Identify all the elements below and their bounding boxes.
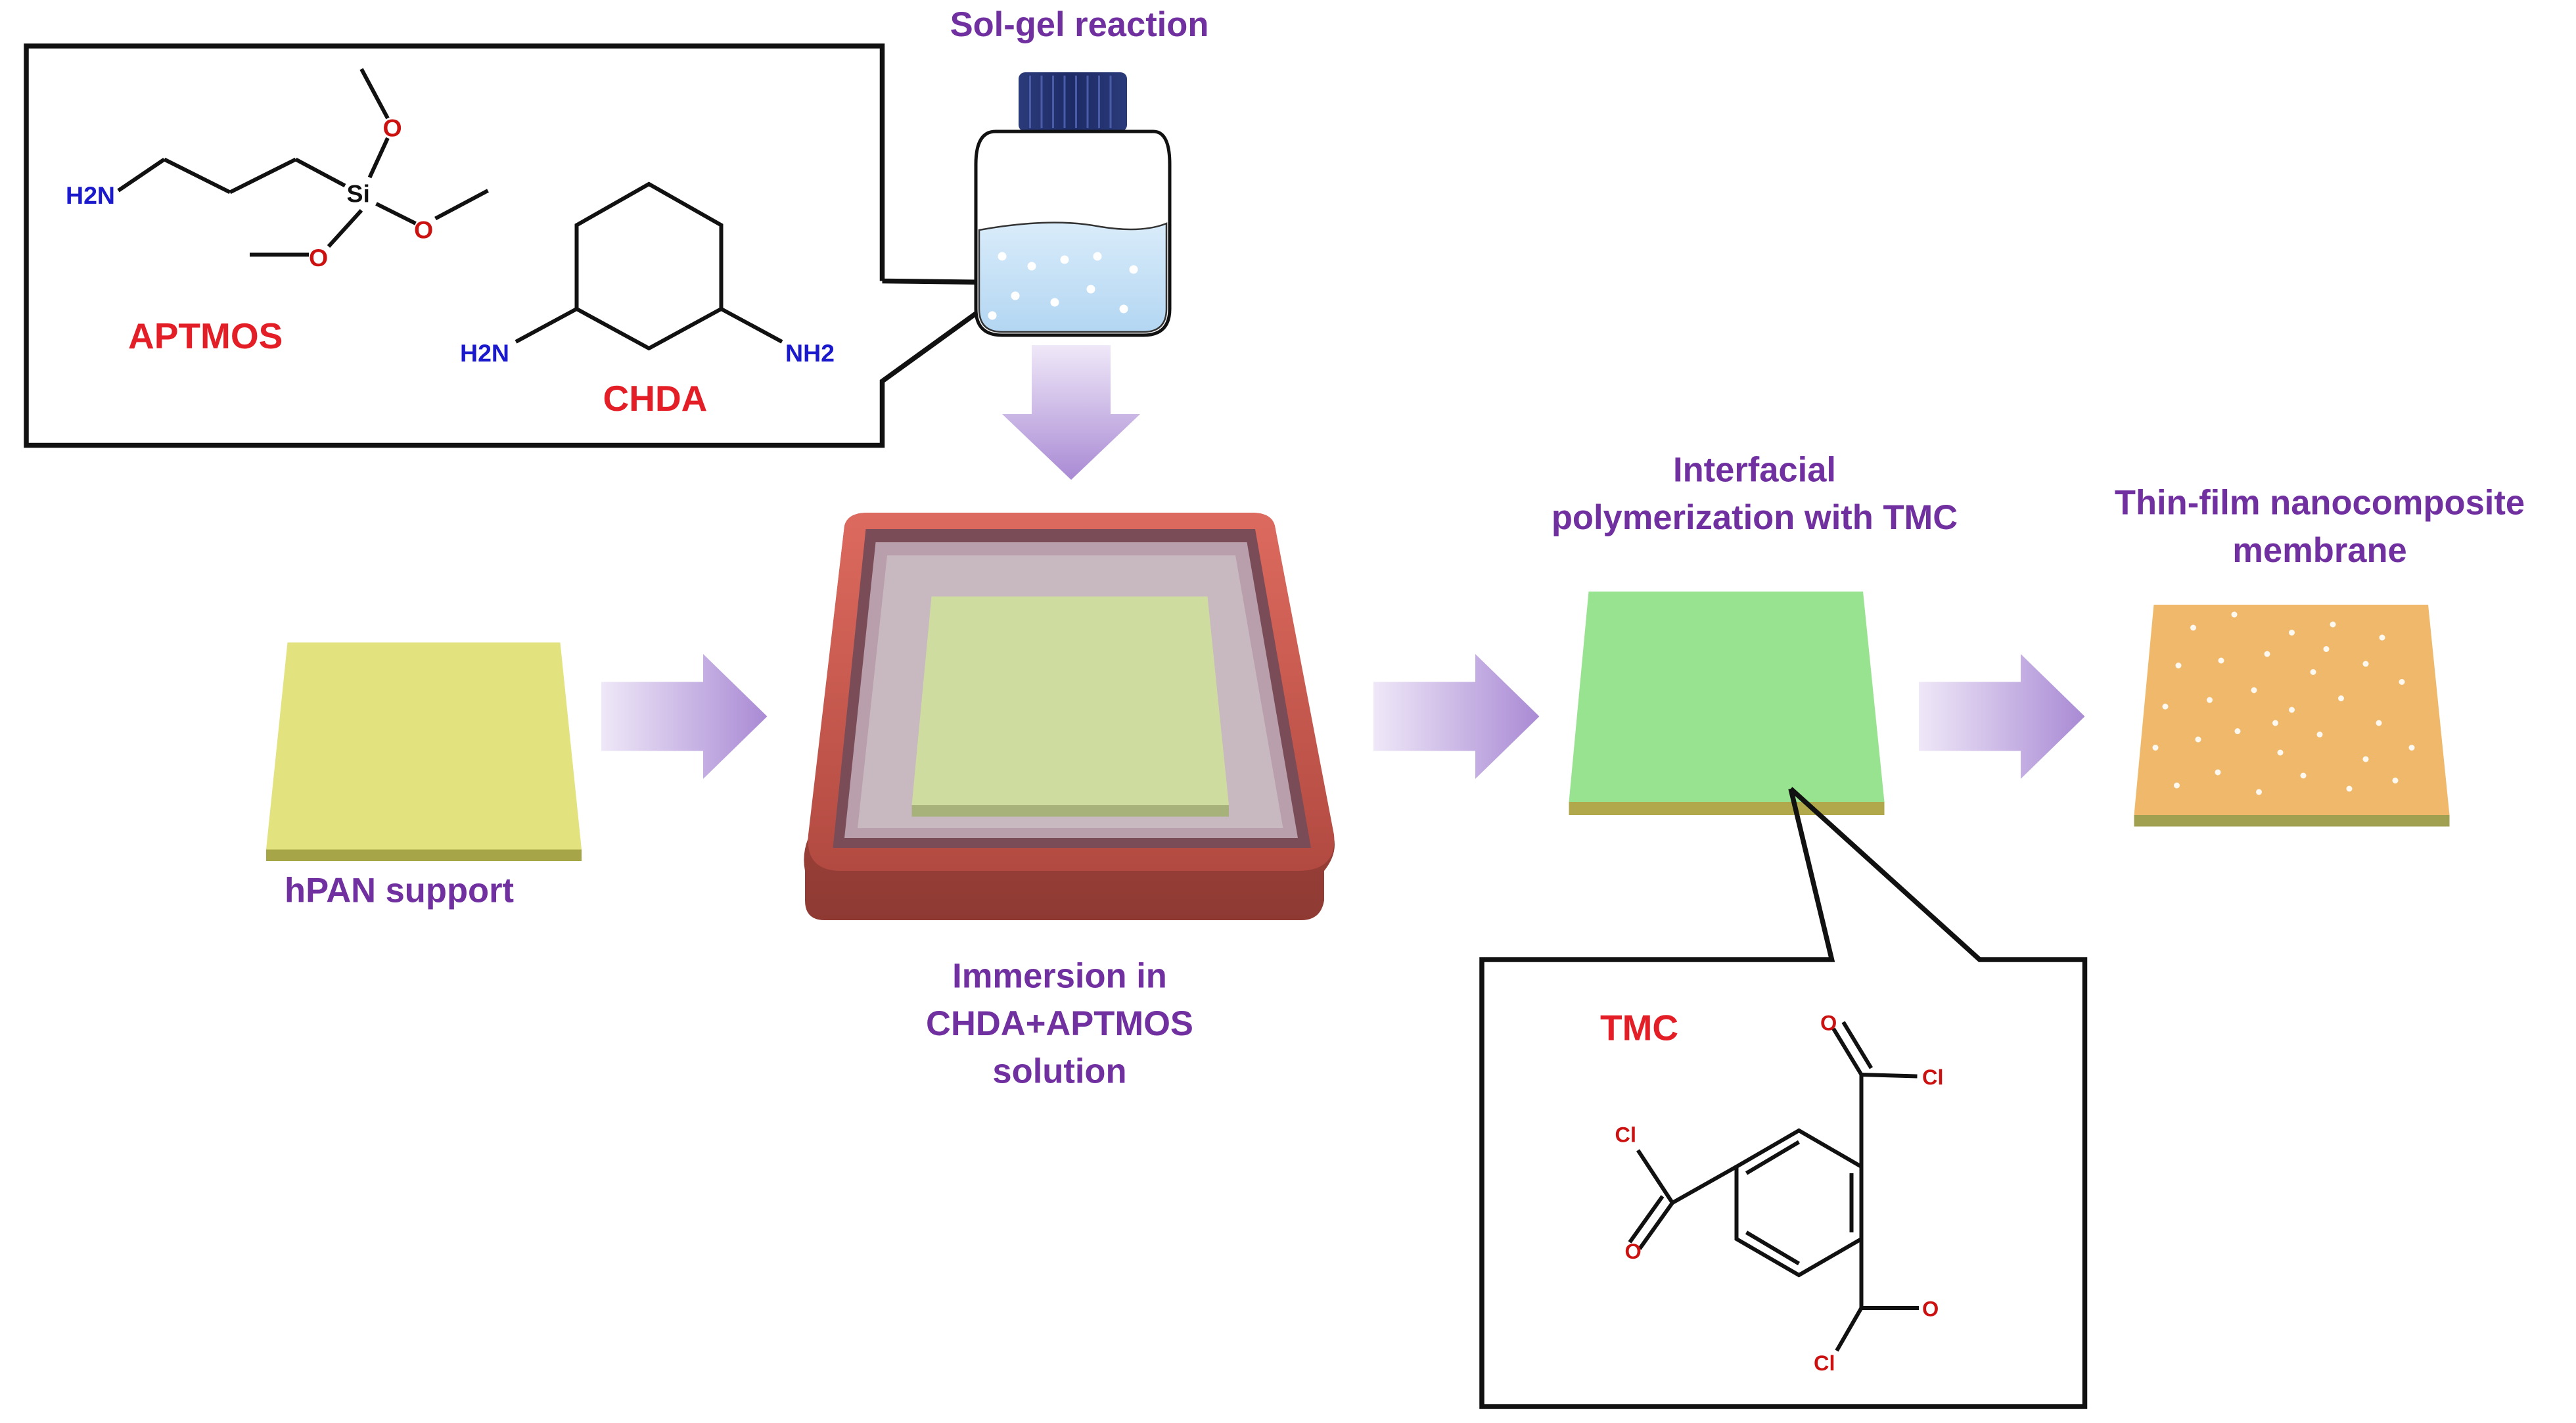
arrow-down bbox=[1002, 345, 1140, 480]
label-immersion-3: solution bbox=[992, 1052, 1126, 1091]
callout-box-reagents bbox=[24, 43, 1026, 448]
label-immersion-1: Immersion in bbox=[952, 957, 1167, 996]
label-sol-gel: Sol-gel reaction bbox=[950, 5, 1209, 44]
bottle-illustration bbox=[974, 72, 1172, 337]
label-hpan: hPAN support bbox=[285, 872, 514, 910]
label-interfacial-2: polymerization with TMC bbox=[1552, 498, 1958, 537]
chda-structure bbox=[515, 181, 783, 351]
callout-box-tmc bbox=[1479, 787, 2088, 1409]
arrow-right-3 bbox=[1919, 654, 2085, 779]
chda-nh2-right: NH2 bbox=[785, 339, 835, 367]
chda-nh2-left: H2N bbox=[460, 339, 509, 367]
tmc-o-top: O bbox=[1820, 1012, 1837, 1035]
aptmos-o-right: O bbox=[414, 216, 433, 244]
tmc-o-right: O bbox=[1922, 1297, 1939, 1321]
chda-name: CHDA bbox=[603, 378, 708, 419]
tmc-structure bbox=[1628, 1021, 1919, 1352]
aptmos-nh2-label: H2N bbox=[66, 181, 115, 209]
tfn-sheet bbox=[2134, 605, 2450, 827]
tmc-cl-bottom: Cl bbox=[1814, 1351, 1835, 1375]
green-sheet bbox=[1569, 592, 1885, 815]
tmc-cl-left: Cl bbox=[1615, 1123, 1637, 1147]
aptmos-si-label: Si bbox=[347, 180, 370, 208]
aptmos-o-bottom: O bbox=[309, 244, 328, 271]
label-tfn-2: membrane bbox=[2232, 531, 2407, 570]
tmc-name: TMC bbox=[1600, 1008, 1678, 1048]
aptmos-structure bbox=[117, 68, 489, 257]
label-interfacial-1: Interfacial bbox=[1673, 451, 1836, 490]
arrow-right-2 bbox=[1373, 654, 1540, 779]
tmc-o-left: O bbox=[1625, 1240, 1642, 1263]
aptmos-name: APTMOS bbox=[128, 315, 283, 356]
tray-illustration bbox=[804, 513, 1335, 920]
arrow-right-1 bbox=[601, 654, 768, 779]
tmc-cl-top: Cl bbox=[1922, 1065, 1944, 1089]
hpan-sheet bbox=[266, 642, 582, 861]
label-immersion-2: CHDA+APTMOS bbox=[926, 1004, 1193, 1043]
label-tfn-1: Thin-film nanocomposite bbox=[2115, 484, 2525, 523]
aptmos-o-top: O bbox=[383, 114, 402, 142]
